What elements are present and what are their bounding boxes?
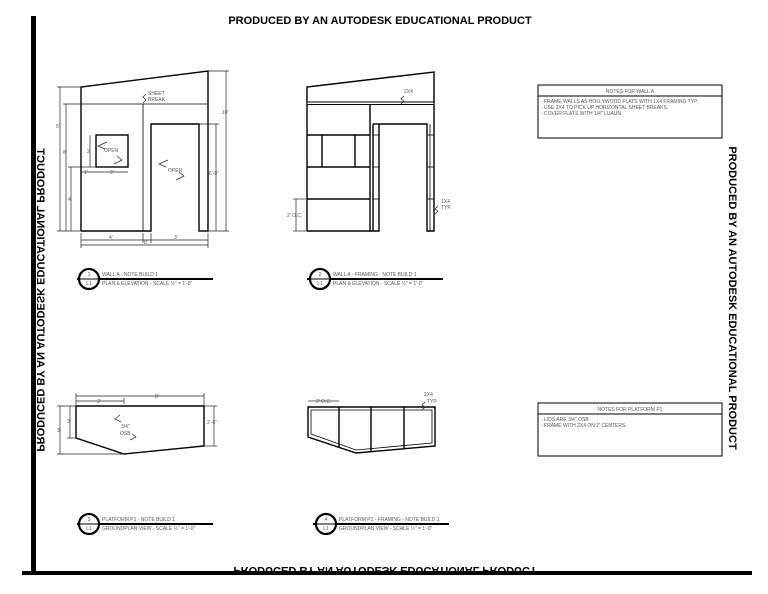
material-label: 3/4" xyxy=(121,424,130,430)
notes-header: NOTES FOR PLATFORM P1 xyxy=(598,407,663,413)
title-number: 2 xyxy=(319,272,322,278)
title-number: 1 xyxy=(88,272,91,278)
label-2x4-typ: TYP. xyxy=(427,399,437,405)
watermark-bottom: PRODUCED BY AN AUTODESK EDUCATIONAL PROD… xyxy=(233,564,537,576)
material-label-osb: OSB xyxy=(120,431,131,437)
drawing-title-3: 3 L1 PLATFORM P1 - NOTE BUILD 1 GROUNDPL… xyxy=(77,512,213,536)
title-sheet: L1 xyxy=(86,281,92,287)
dim-10ft: 10' xyxy=(222,110,229,116)
title-sheet: L1 xyxy=(86,526,92,532)
notes-platform-p1: NOTES FOR PLATFORM P1 - LIDS ARE 3/4" OS… xyxy=(537,402,723,457)
title-sheet: L1 xyxy=(323,526,329,532)
title-line2: GROUNDPLAN VIEW - SCALE ½" = 1'-0" xyxy=(339,525,433,532)
dim-8ft-width: 8' xyxy=(144,240,148,246)
wall-a-elevation: SHEET BREAK OPEN OPEN 5' 8' 4' 2' 1' 2' … xyxy=(56,70,229,248)
dim-2ft: 2' xyxy=(67,419,71,425)
door-open-label: OPEN xyxy=(168,168,183,174)
sheet-border-bottom xyxy=(22,571,752,575)
title-line1: PLATFORM P1 - FRAMING - NOTE BUILD 1 xyxy=(339,517,440,523)
dim-window-width: 2' xyxy=(110,170,114,176)
window-open-label: OPEN xyxy=(104,148,119,154)
note-item: - FRAME WITH 2X4 ON 2' CENTERS. xyxy=(541,423,627,429)
title-number: 4 xyxy=(325,517,328,523)
dim-8ft: 8' xyxy=(63,150,67,156)
sheet-break-label: SHEET xyxy=(148,91,165,97)
label-1x4-typ: TYP. xyxy=(441,205,451,211)
dim-window-height: 2' xyxy=(87,149,91,155)
platform-p1-plan: 8' 3' 2' 3' 2'-6" 3/4" OSB xyxy=(57,393,217,455)
dim-door-height: 6'-8" xyxy=(209,171,219,177)
title-line1: PLATFORM P1 - NOTE BUILD 1 xyxy=(102,517,175,523)
note-item: - FRAME WALLS AS HOLLYWOOD FLATS WITH 1X… xyxy=(541,99,698,105)
label-1x4: 1X4 xyxy=(441,199,450,205)
dim-window-offset: 1' xyxy=(84,170,88,176)
note-item: - LIDS ARE 3/4" OSB. xyxy=(541,417,590,423)
title-line2: GROUNDPLAN VIEW - SCALE ½" = 1'-0" xyxy=(102,525,196,532)
sheet-break-label-2: BREAK xyxy=(148,97,166,103)
dim-2ft-6in: 2'-6" xyxy=(207,420,217,426)
dim-3ft-height: 3' xyxy=(57,428,61,434)
note-item: - USE 2X4 TO PICK UP HORIZONTAL SHEET BR… xyxy=(541,105,668,111)
watermark-right: PRODUCED BY AN AUTODESK EDUCATIONAL PROD… xyxy=(726,146,738,450)
sheet-border-left xyxy=(31,16,36,574)
watermark-left: PRODUCED BY AN AUTODESK EDUCATIONAL PROD… xyxy=(34,148,46,452)
dim-5ft: 5' xyxy=(56,124,60,130)
note-item: - COVER FLATS WITH 1/4" LUAUN. xyxy=(541,111,622,117)
drawing-title-2: 2 L1 WALL A - FRAMING - NOTE BUILD 1 PLA… xyxy=(307,267,443,291)
title-number: 3 xyxy=(88,517,91,523)
title-line1: WALL A - FRAMING - NOTE BUILD 1 xyxy=(333,272,417,278)
label-oc: 2' O.C. xyxy=(316,399,331,405)
dim-4ft: 4' xyxy=(68,197,72,203)
drawing-title-1: 1 L1 WALL A - NOTE BUILD 1 PLAN & ELEVAT… xyxy=(77,267,213,291)
dim-4ft-width: 4' xyxy=(109,235,113,241)
title-line2: PLAN & ELEVATION - SCALE ½" = 1'-0" xyxy=(333,280,424,287)
title-line1: WALL A - NOTE BUILD 1 xyxy=(102,272,158,278)
notes-wall-a: NOTES FOR WALL A - FRAME WALLS AS HOLLYW… xyxy=(537,84,723,139)
label-2x4: 2X4 xyxy=(404,89,413,95)
label-oc: 2' O.C. xyxy=(287,213,302,219)
dim-3ft-width: 3' xyxy=(174,235,178,241)
dim-3ft: 3' xyxy=(97,399,101,405)
watermark-top: PRODUCED BY AN AUTODESK EDUCATIONAL PROD… xyxy=(228,15,532,27)
wall-a-framing: 2X4 1X4 TYP. 2' O.C. xyxy=(287,71,451,232)
label-2x4: 2X4 xyxy=(424,392,433,398)
dim-8ft: 8' xyxy=(155,394,159,400)
title-line2: PLAN & ELEVATION - SCALE ½" = 1'-0" xyxy=(102,280,193,287)
drawing-title-4: 4 L1 PLATFORM P1 - FRAMING - NOTE BUILD … xyxy=(313,512,449,536)
platform-p1-framing: 2' O.C. 2X4 TYP. xyxy=(307,392,437,454)
notes-header: NOTES FOR WALL A xyxy=(606,89,655,95)
title-sheet: L1 xyxy=(317,281,323,287)
